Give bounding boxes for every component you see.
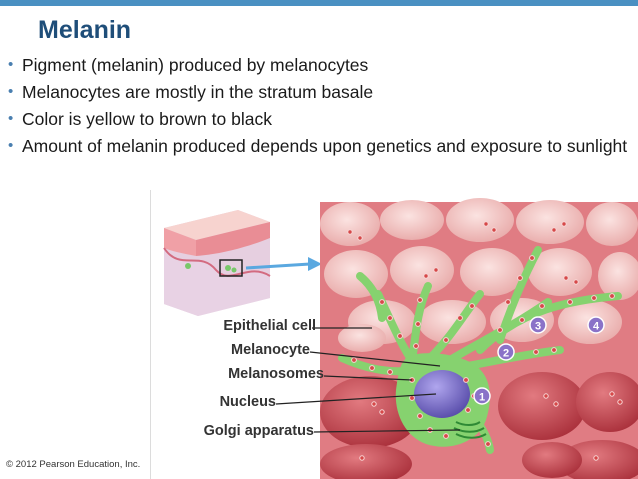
copyright-notice: © 2012 Pearson Education, Inc. [6, 459, 141, 470]
step-marker-1 [473, 387, 491, 405]
bullet-glyph: • [8, 83, 14, 100]
bullet-glyph: • [8, 137, 14, 154]
step-marker-4 [587, 316, 605, 334]
melanocyte-illustration: 1 2 3 4 [150, 190, 638, 479]
bullet-item: • Pigment (melanin) produced by melanocyt… [8, 54, 628, 76]
step-number-2: 2 [503, 348, 509, 360]
bullet-item: • Color is yellow to brown to black [8, 108, 628, 130]
step-number-1: 1 [479, 392, 485, 404]
bullet-list: • Pigment (melanin) produced by melanocyt… [8, 54, 628, 162]
bullet-text: Pigment (melanin) produced by melanocyte… [22, 55, 369, 75]
inset-highlight-box [219, 259, 243, 277]
label-melanocyte: Melanocyte [231, 342, 310, 358]
label-leader-lines [275, 327, 461, 433]
nucleus [414, 370, 470, 418]
zoom-arrow [245, 257, 322, 271]
bullet-item: • Melanocytes are mostly in the stratum b… [8, 81, 628, 103]
melanocyte-figure: 1 2 3 4 Epithelial cell Melanocyte Melan… [150, 190, 638, 479]
label-melanosomes: Melanosomes [228, 366, 324, 382]
step-number-3: 3 [535, 321, 541, 333]
top-accent-bar [0, 0, 638, 6]
label-nucleus: Nucleus [219, 394, 276, 410]
label-golgi-apparatus: Golgi apparatus [203, 423, 314, 439]
step-number-4: 4 [593, 321, 600, 333]
step-marker-2 [497, 343, 515, 361]
magnified-tissue: 1 2 3 4 [320, 198, 638, 479]
golgi-apparatus [453, 421, 487, 439]
step-markers: 1 2 3 4 [473, 316, 605, 405]
slide-title: Melanin [38, 16, 132, 44]
label-epithelial-cell: Epithelial cell [223, 318, 316, 334]
bullet-text: Melanocytes are mostly in the stratum ba… [22, 82, 374, 102]
step-marker-3 [529, 316, 547, 334]
skin-inset [163, 210, 271, 316]
bullet-text: Amount of melanin produced depends upon … [22, 136, 628, 156]
bullet-item: • Amount of melanin produced depends upon… [8, 135, 628, 157]
bullet-glyph: • [8, 110, 14, 127]
bullet-text: Color is yellow to brown to black [22, 109, 272, 129]
bullet-glyph: • [8, 56, 14, 73]
